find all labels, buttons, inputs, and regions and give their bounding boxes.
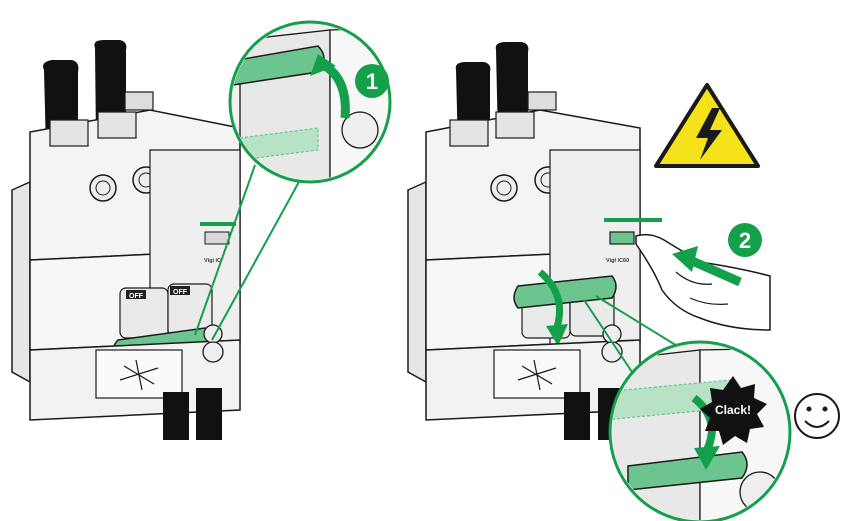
locking-handle-right [513,275,617,309]
smiley-face-icon [794,393,840,439]
step-2-number: 2 [739,228,751,253]
left-bottom-cable-1 [163,392,189,440]
test-button [609,231,635,245]
clack-star-icon [700,376,767,445]
zoom-callout-result: Clack! [583,295,792,521]
pointing-hand-icon [635,233,771,331]
step-2-badge [728,223,762,257]
module-label-left: Vigi iC [204,258,221,264]
lowered-handle [627,451,748,491]
clack-label: Clack! [715,403,751,417]
off-label-2: OFF [173,289,188,296]
zoom-callout-step-1: 1 [194,20,392,341]
push-arrow-icon [688,255,742,287]
down-arrow-icon [537,269,564,332]
screw [89,174,117,202]
step-1-number: 1 [366,69,378,94]
high-voltage-warning-icon [654,83,760,168]
left-breaker-assembly: OFF OFF Vigi iC [11,40,241,440]
terminal-symbol [119,359,159,391]
off-label-1: OFF [129,293,144,300]
module-label-right: Vigi iC60 [606,258,629,264]
left-bottom-cable-2 [196,388,222,440]
step-1-badge [355,64,389,98]
